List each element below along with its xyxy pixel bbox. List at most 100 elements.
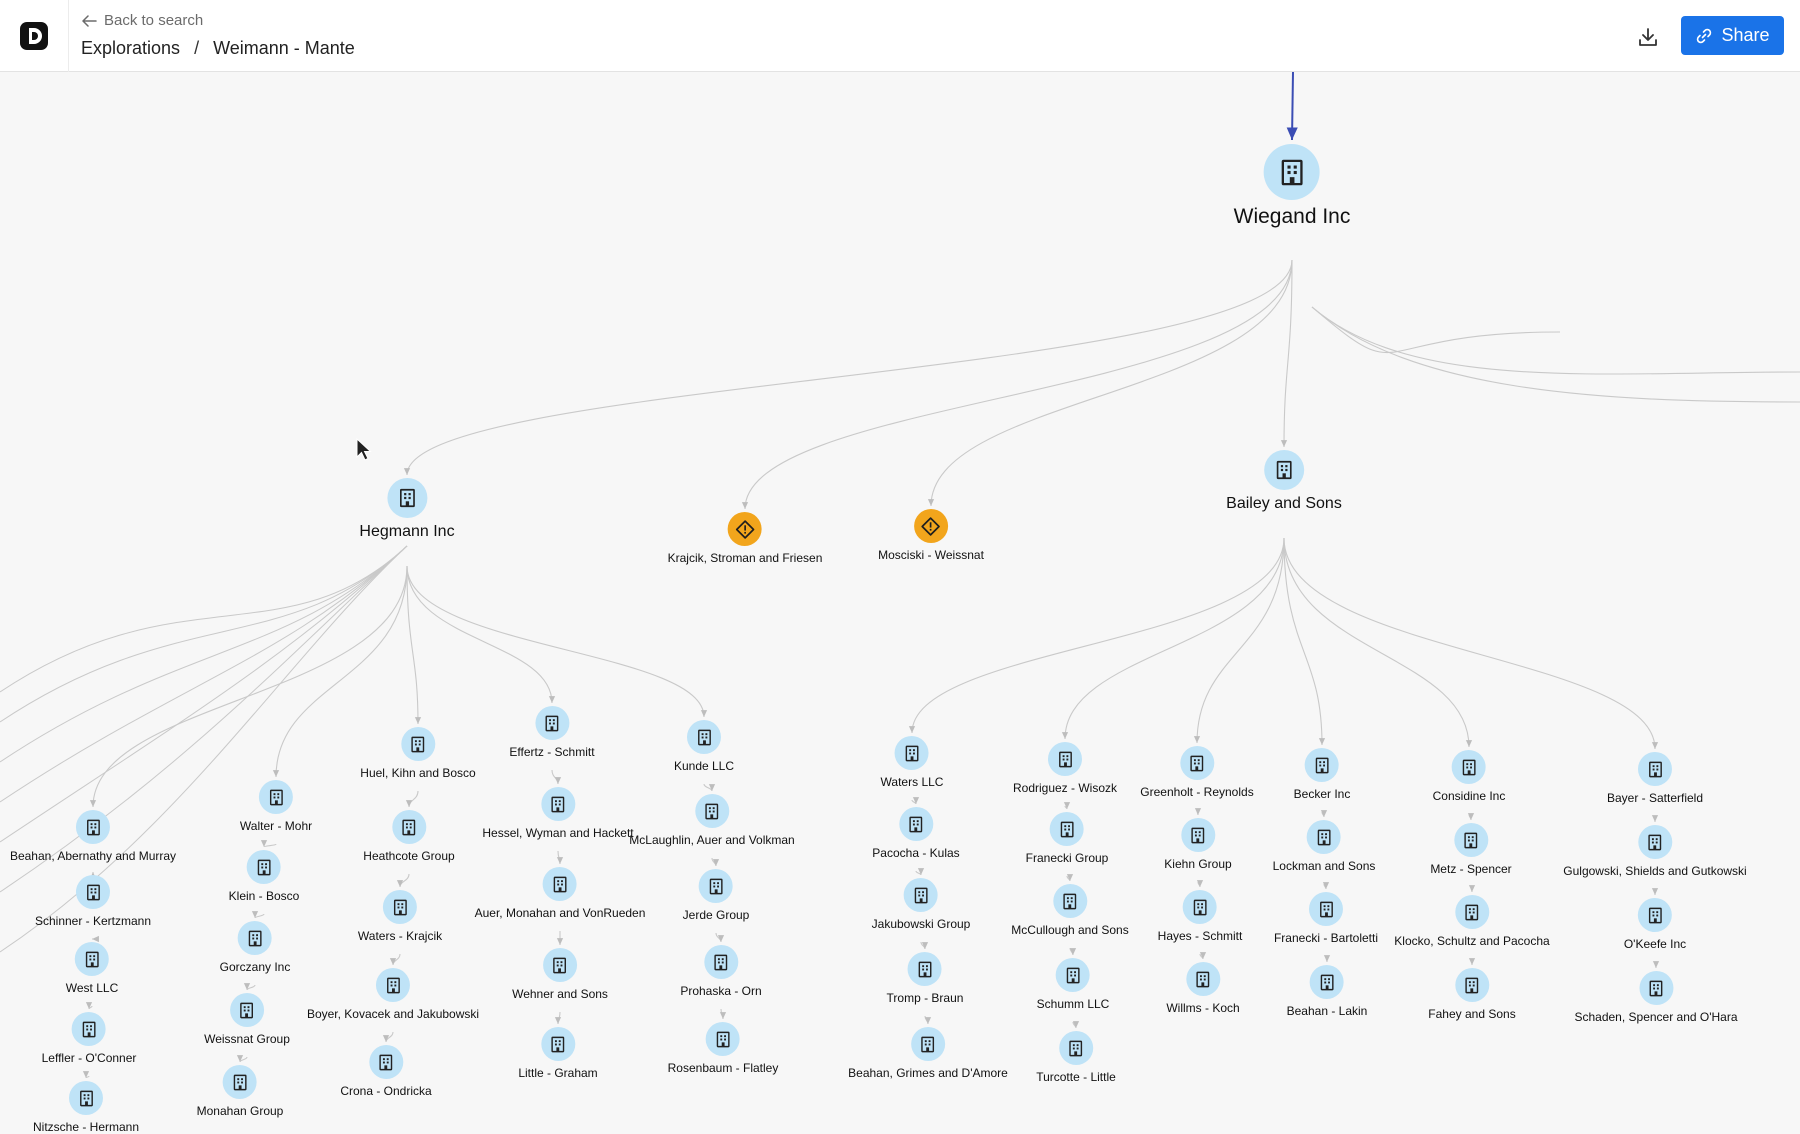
company-node-badge[interactable] [1180, 818, 1215, 852]
company-node-badge[interactable] [1186, 962, 1220, 996]
company-node-badge[interactable] [72, 1012, 106, 1046]
graph-node-beahan_gd[interactable]: Beahan, Grimes and D'Amore [848, 1027, 1008, 1080]
company-node-badge[interactable] [382, 890, 417, 924]
company-node-badge[interactable] [386, 478, 427, 518]
company-node-badge[interactable] [75, 942, 109, 976]
company-node-badge[interactable] [1637, 825, 1672, 859]
company-node-badge[interactable] [1263, 144, 1320, 200]
graph-node-mclaughlin[interactable]: McLaughlin, Auer and Volkman [629, 794, 795, 847]
company-node-badge[interactable] [540, 787, 575, 821]
graph-node-lockman[interactable]: Lockman and Sons [1273, 820, 1375, 873]
graph-node-becker[interactable]: Becker Inc [1294, 748, 1350, 801]
company-node-badge[interactable] [1455, 895, 1489, 929]
graph-node-franecki_b[interactable]: Franecki - Bartoletti [1274, 892, 1378, 945]
graph-node-klocko[interactable]: Klocko, Schultz and Pacocha [1394, 895, 1550, 948]
graph-node-rosenbaum[interactable]: Rosenbaum - Flatley [668, 1022, 778, 1075]
company-node-badge[interactable] [1452, 750, 1486, 784]
company-node-badge[interactable] [1306, 820, 1341, 854]
company-node-badge[interactable] [898, 807, 933, 841]
graph-node-hegmann[interactable]: Hegmann Inc [359, 478, 455, 541]
graph-node-bailey[interactable]: Bailey and Sons [1226, 450, 1342, 513]
graph-node-wehner[interactable]: Wehner and Sons [512, 948, 608, 1001]
graph-node-jerde[interactable]: Jerde Group [683, 869, 749, 922]
download-button[interactable] [1633, 22, 1663, 52]
graph-node-boyer[interactable]: Boyer, Kovacek and Jakubowski [307, 968, 479, 1021]
company-node-badge[interactable] [391, 810, 426, 844]
company-node-badge[interactable] [75, 810, 110, 844]
company-node-badge[interactable] [1639, 971, 1673, 1005]
graph-node-waters_k[interactable]: Waters - Krajcik [358, 890, 442, 943]
graph-node-krajcik[interactable]: Krajcik, Stroman and Friesen [668, 512, 822, 565]
graph-node-schumm[interactable]: Schumm LLC [1037, 958, 1109, 1011]
company-node-badge[interactable] [1455, 968, 1489, 1002]
company-node-badge[interactable] [706, 1022, 740, 1056]
graph-node-klein[interactable]: Klein - Bosco [229, 850, 299, 903]
warning-node-badge[interactable] [913, 509, 948, 543]
graph-node-schaden[interactable]: Schaden, Spencer and O'Hara [1574, 971, 1738, 1024]
graph-node-kunde[interactable]: Kunde LLC [674, 720, 734, 773]
graph-node-wiegand[interactable]: Wiegand Inc [1234, 144, 1350, 229]
company-node-badge[interactable] [369, 1045, 403, 1079]
graph-node-weissnat_g[interactable]: Weissnat Group [204, 993, 290, 1046]
company-node-badge[interactable] [237, 921, 272, 955]
graph-node-mosciski[interactable]: Mosciski - Weissnat [878, 509, 984, 562]
graph-node-turcotte[interactable]: Turcotte - Little [1036, 1031, 1116, 1084]
graph-node-bayer[interactable]: Bayer - Satterfield [1607, 752, 1703, 805]
company-node-badge[interactable] [895, 736, 929, 770]
graph-node-beahan_ab[interactable]: Beahan, Abernathy and Murray [10, 810, 176, 863]
company-node-badge[interactable] [1637, 752, 1672, 786]
graph-node-pacocha_k[interactable]: Pacocha - Kulas [872, 807, 960, 860]
graph-node-crona[interactable]: Crona - Ondricka [340, 1045, 432, 1098]
graph-node-mccullough[interactable]: McCullough and Sons [1011, 884, 1129, 937]
company-node-badge[interactable] [229, 993, 264, 1027]
graph-node-hessel[interactable]: Hessel, Wyman and Hackett [482, 787, 634, 840]
breadcrumb-explorations[interactable]: Explorations [81, 38, 181, 58]
graph-node-rodriguez[interactable]: Rodriguez - Wisozk [1013, 742, 1117, 795]
graph-node-okeefe[interactable]: O'Keefe Inc [1624, 898, 1686, 951]
graph-node-greenholt[interactable]: Greenholt - Reynolds [1140, 746, 1254, 799]
company-node-badge[interactable] [1637, 898, 1672, 932]
graph-node-fahey[interactable]: Fahey and Sons [1428, 968, 1516, 1021]
graph-node-schinner[interactable]: Schinner - Kertzmann [35, 875, 151, 928]
company-node-badge[interactable] [375, 968, 410, 1002]
graph-node-metz[interactable]: Metz - Spencer [1430, 823, 1512, 876]
graph-node-effertz[interactable]: Effertz - Schmitt [509, 706, 595, 759]
company-node-badge[interactable] [401, 727, 435, 761]
company-node-badge[interactable] [543, 867, 577, 901]
company-node-badge[interactable] [910, 1027, 945, 1061]
company-node-badge[interactable] [1049, 812, 1084, 846]
app-logo[interactable] [0, 0, 69, 72]
company-node-badge[interactable] [1454, 823, 1488, 857]
graph-node-beahan_l[interactable]: Beahan - Lakin [1287, 965, 1367, 1018]
company-node-badge[interactable] [686, 720, 721, 754]
company-node-badge[interactable] [540, 1027, 575, 1061]
company-node-badge[interactable] [76, 875, 110, 909]
company-node-badge[interactable] [1309, 965, 1344, 999]
company-node-badge[interactable] [694, 794, 729, 828]
graph-node-waters_llc[interactable]: Waters LLC [881, 736, 943, 789]
graph-node-huel[interactable]: Huel, Kihn and Bosco [360, 727, 476, 780]
graph-node-considine[interactable]: Considine Inc [1433, 750, 1505, 803]
share-button[interactable]: Share [1681, 16, 1784, 55]
company-node-badge[interactable] [1048, 742, 1082, 776]
company-node-badge[interactable] [1055, 958, 1090, 992]
graph-node-willms[interactable]: Willms - Koch [1166, 962, 1240, 1015]
company-node-badge[interactable] [222, 1065, 257, 1099]
company-node-badge[interactable] [534, 706, 569, 740]
company-node-badge[interactable] [1304, 748, 1339, 782]
graph-node-gulgowski[interactable]: Gulgowski, Shields and Gutkowski [1563, 825, 1747, 878]
company-node-badge[interactable] [1263, 450, 1304, 490]
company-node-badge[interactable] [246, 850, 281, 884]
graph-node-heathcote[interactable]: Heathcote Group [363, 810, 455, 863]
company-node-badge[interactable] [704, 945, 738, 979]
graph-node-gorczany[interactable]: Gorczany Inc [220, 921, 290, 974]
graph-node-auer_m[interactable]: Auer, Monahan and VonRueden [475, 867, 645, 920]
company-node-badge[interactable] [543, 948, 577, 982]
company-node-badge[interactable] [258, 780, 293, 814]
back-to-search-link[interactable]: Back to search [82, 12, 203, 29]
graph-node-monahan_g[interactable]: Monahan Group [197, 1065, 283, 1118]
company-node-badge[interactable] [1308, 892, 1343, 926]
warning-node-badge[interactable] [727, 512, 762, 546]
graph-canvas[interactable]: Wiegand Inc Hegmann Inc Krajcik, Stroman… [0, 72, 1800, 1134]
company-node-badge[interactable] [69, 1081, 103, 1115]
